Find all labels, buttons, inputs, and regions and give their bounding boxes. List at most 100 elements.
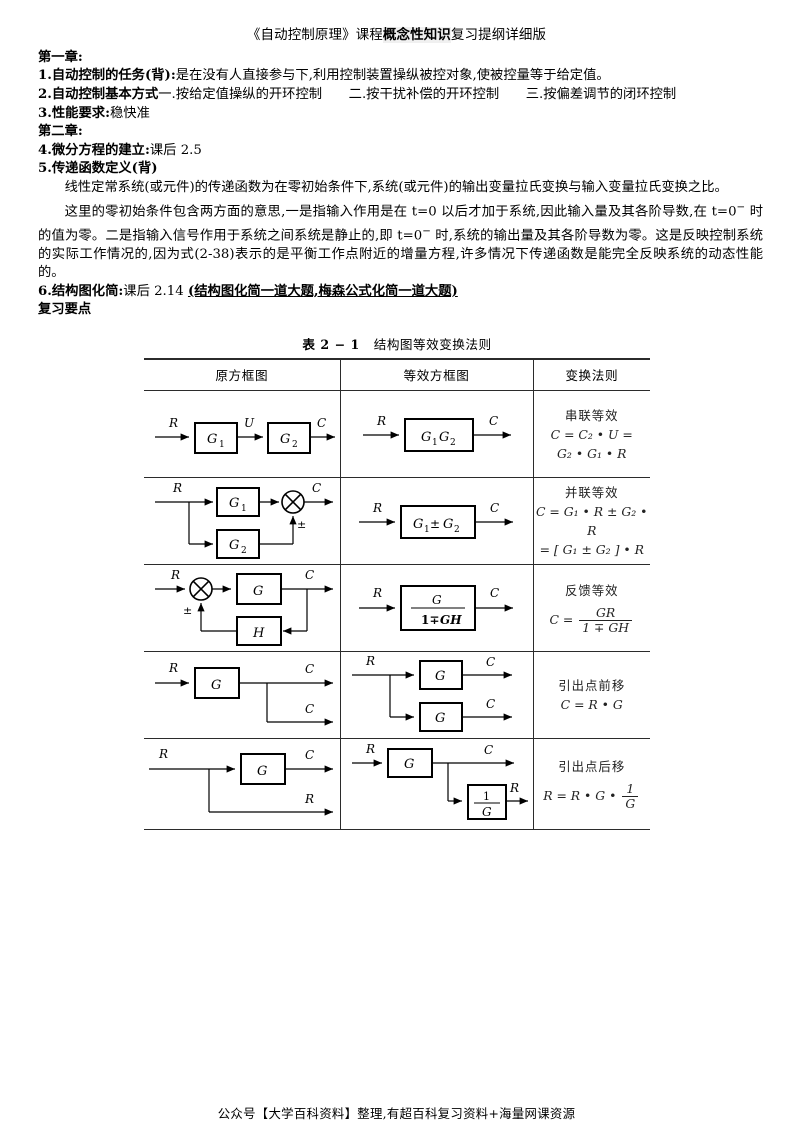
svg-text:G: G bbox=[257, 764, 267, 779]
rule-formula-takeoff-forward: C = R • G bbox=[560, 697, 623, 713]
svg-text:R: R bbox=[372, 501, 382, 515]
svg-text:G: G bbox=[280, 432, 290, 447]
item-2-text: 一.按给定值操纵的开环控制 二.按干扰补偿的开环控制 三.按偏差调节的闭环控制 bbox=[158, 87, 677, 103]
takeoff-backward-denominator: G bbox=[622, 796, 639, 811]
paragraph-zero-initial-conditions: 这里的零初始条件包含两方面的意思,一是指输入作用是在 t=0 以后才加于系统,因… bbox=[38, 198, 763, 283]
cell-equivalent-parallel: R G 1 ± G 2 C bbox=[339, 477, 533, 566]
takeoff-backward-equivalent-diagram: R G C 1 bbox=[352, 743, 528, 821]
svg-text:C: C bbox=[486, 655, 495, 669]
review-heading-text: 复习要点 bbox=[38, 302, 92, 318]
feedback-denominator: 1 ∓ GH bbox=[579, 620, 633, 635]
title-prefix: 《自动控制原理》课程 bbox=[246, 27, 383, 43]
svg-text:U: U bbox=[244, 416, 255, 430]
svg-text:G: G bbox=[404, 757, 414, 772]
svg-text:R: R bbox=[170, 568, 180, 582]
svg-text:C: C bbox=[305, 702, 314, 716]
table-row: R G C C bbox=[144, 651, 650, 740]
svg-text:C: C bbox=[490, 586, 499, 600]
svg-text:G: G bbox=[443, 517, 453, 532]
table-header-row: 原方框图 等效方框图 变换法则 bbox=[144, 358, 650, 392]
rule-formula-takeoff-backward: R = R • G • 1 G bbox=[534, 782, 651, 811]
cell-original-series: R G 1 U G bbox=[144, 390, 340, 479]
chapter1-heading: 第一章: bbox=[38, 49, 763, 68]
svg-text:1∓: 1∓ bbox=[421, 613, 439, 627]
svg-text:1: 1 bbox=[219, 440, 225, 450]
item-4: 4.微分方程的建立:课后 2.5 bbox=[38, 142, 763, 161]
takeoff-backward-original-diagram: R G C R bbox=[148, 747, 333, 816]
item-1-text: 是在没有人直接参与下,利用控制装置操纵被控对象,使被控量等于给定值。 bbox=[175, 68, 610, 84]
table-row: R G 1 U G bbox=[144, 390, 650, 479]
superscript-minus-2: − bbox=[422, 224, 431, 237]
takeoff-backward-numerator: 1 bbox=[626, 781, 635, 797]
cell-rule-feedback: 反馈等效 C = GR 1 ∓ GH bbox=[532, 564, 650, 653]
svg-text:C: C bbox=[305, 748, 314, 762]
svg-text:R: R bbox=[376, 414, 386, 428]
cell-original-feedback: R G bbox=[144, 564, 340, 653]
svg-text:C: C bbox=[489, 414, 498, 428]
svg-text:R: R bbox=[372, 586, 382, 600]
item-3: 3.性能要求:稳快准 bbox=[38, 105, 763, 124]
svg-text:R: R bbox=[365, 743, 375, 756]
svg-text:G: G bbox=[435, 711, 445, 726]
para2-zero-1: 0 bbox=[728, 204, 737, 220]
rule-formula-series-1: C = C₂ • U = bbox=[550, 426, 633, 442]
rule-formula-parallel-2: = [ G₁ ± G₂ ] • R bbox=[539, 542, 644, 558]
svg-text:GH: GH bbox=[440, 613, 462, 627]
table-row: R G C R bbox=[144, 738, 651, 831]
title-highlight: 概念性知识 bbox=[382, 27, 451, 43]
column-header-original: 原方框图 bbox=[144, 358, 340, 392]
para2-part-e: 时,系统的输出量及其各阶导数为零。这是反映控制系统的实际工作情况的,因为式(2-… bbox=[38, 228, 764, 281]
svg-text:G: G bbox=[253, 584, 263, 599]
series-equivalent-diagram: R G 1 G 2 C bbox=[362, 414, 511, 453]
svg-text:2: 2 bbox=[241, 546, 247, 556]
svg-text:H: H bbox=[252, 626, 265, 641]
svg-text:R: R bbox=[304, 792, 314, 806]
chapter2-heading-text: 第二章: bbox=[38, 124, 83, 140]
svg-text:R: R bbox=[365, 655, 375, 668]
cell-equivalent-series: R G 1 G 2 C bbox=[339, 390, 533, 479]
svg-text:C: C bbox=[484, 743, 493, 757]
svg-text:G: G bbox=[435, 669, 445, 684]
chapter2-heading: 第二章: bbox=[38, 123, 763, 142]
column-header-equivalent: 等效方框图 bbox=[339, 358, 533, 392]
item-6-underlined-note: (结构图化简一道大题,梅森公式化简一道大题) bbox=[187, 283, 458, 299]
superscript-minus-1: − bbox=[736, 200, 746, 213]
svg-text:C: C bbox=[312, 481, 321, 495]
parallel-original-diagram: R G 1 bbox=[154, 481, 333, 560]
cell-rule-takeoff-backward: 引出点后移 R = R • G • 1 G bbox=[532, 738, 651, 831]
svg-text:C: C bbox=[486, 697, 495, 711]
cell-equivalent-feedback: R G 1∓ GH C bbox=[339, 564, 533, 653]
svg-text:G: G bbox=[432, 593, 442, 607]
para2-part-c: 时的值为零。二是指输入信号作用于系统之间系统是静止的,即 t= bbox=[38, 204, 763, 244]
feedback-fraction: GR 1 ∓ GH bbox=[579, 606, 633, 635]
rule-formula-parallel-1: C = G₁ • R ± G₂ • R bbox=[536, 504, 648, 539]
svg-text:G: G bbox=[439, 430, 449, 445]
feedback-equivalent-diagram: R G 1∓ GH C bbox=[358, 585, 513, 632]
svg-text:1: 1 bbox=[424, 525, 430, 535]
svg-text:C: C bbox=[317, 416, 326, 430]
svg-text:G: G bbox=[211, 678, 221, 693]
item-2-label: 2.自动控制基本方式 bbox=[38, 87, 159, 103]
cell-rule-series: 串联等效 C = C₂ • U = G₂ • G₁ • R bbox=[532, 390, 650, 479]
rule-name-parallel: 并联等效 bbox=[564, 485, 619, 501]
svg-text:1: 1 bbox=[432, 438, 438, 448]
chapter1-heading-text: 第一章: bbox=[38, 49, 83, 65]
takeoff-backward-lhs: R = R • G • bbox=[543, 788, 617, 804]
svg-text:2: 2 bbox=[450, 438, 456, 448]
rule-name-feedback: 反馈等效 bbox=[564, 583, 619, 599]
svg-text:1: 1 bbox=[241, 504, 247, 514]
svg-text:±: ± bbox=[183, 604, 192, 617]
item-3-text: 稳快准 bbox=[109, 105, 150, 121]
para2-part-a: 这里的零初始条件包含两方面的意思,一是指输入作用是在 t=0 以后才加于系统,因… bbox=[64, 204, 729, 220]
takeoff-forward-equivalent-diagram: R G C bbox=[352, 655, 512, 733]
cell-equivalent-takeoff-forward: R G C bbox=[339, 651, 533, 740]
takeoff-backward-fraction: 1 G bbox=[622, 781, 639, 811]
svg-text:±: ± bbox=[297, 518, 306, 531]
feedback-formula-lhs: C = bbox=[549, 612, 574, 628]
cell-original-takeoff-backward: R G C R bbox=[144, 738, 340, 831]
svg-text:R: R bbox=[168, 661, 178, 675]
item-4-text: 课后 2.5 bbox=[149, 142, 202, 158]
svg-text:C: C bbox=[490, 501, 499, 515]
